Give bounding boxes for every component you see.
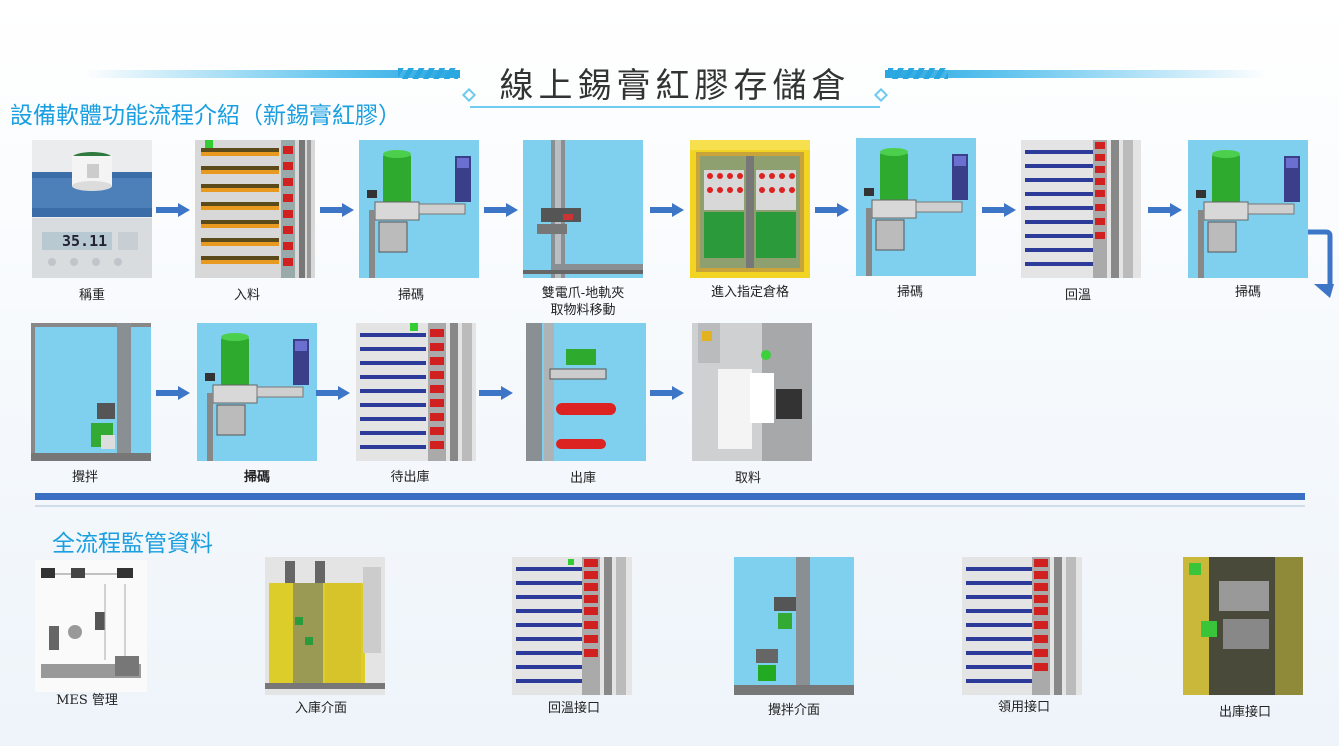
caption-weighing: 稱重: [78, 288, 105, 303]
scale-display: 35.11: [62, 232, 108, 250]
image-outbound: [526, 323, 646, 461]
image-weighing-scale: 35.11: [32, 140, 152, 278]
arrow-right: [156, 386, 190, 400]
image-warming-rack: [1021, 140, 1141, 278]
arrow-right: [156, 203, 190, 217]
image-scanner: [359, 140, 479, 278]
caption-scan-2: 掃碼: [896, 285, 923, 300]
image-dual-gripper: [523, 140, 643, 278]
image-warming-interface: [512, 557, 632, 695]
caption-mixing-interface: 攪拌介面: [767, 703, 820, 718]
arrow-right: [484, 203, 518, 217]
caption-take-material: 取料: [734, 471, 761, 486]
image-await-rack: [356, 323, 476, 461]
image-inbound-interface: [265, 557, 385, 695]
caption-warming: 回溫: [1064, 288, 1091, 303]
banner-stripes-right: [888, 68, 948, 79]
caption-outbound-interface: 出庫接口: [1218, 705, 1271, 720]
caption-input: 入料: [233, 288, 260, 303]
image-scanner-3: [1188, 140, 1308, 278]
caption-gripper: 雙電爪-地軌夾 取物料移動: [513, 285, 653, 319]
image-storage-cabinet: [690, 140, 810, 278]
arrow-right: [316, 386, 350, 400]
image-mes-network: [35, 560, 147, 692]
image-storage-rack: [195, 140, 315, 278]
caption-usage-interface: 領用接口: [997, 700, 1050, 715]
arrow-right: [650, 203, 684, 217]
image-take-material: [692, 323, 812, 461]
caption-mixing: 攪拌: [71, 470, 98, 485]
section-title-monitoring: 全流程監管資料: [52, 531, 213, 557]
caption-outbound: 出庫: [569, 471, 596, 486]
caption-scan-4: 掃碼: [243, 470, 270, 485]
arrow-right: [479, 386, 513, 400]
return-arrow: [1306, 228, 1336, 304]
image-scanner-2: [856, 138, 976, 276]
section-divider-shadow: [35, 505, 1305, 507]
banner-line-right: [885, 70, 1265, 78]
caption-scan-3: 掃碼: [1234, 285, 1261, 300]
caption-mes: MES 管理: [56, 693, 118, 708]
image-mixing-interface: [734, 557, 854, 695]
section-divider: [35, 493, 1305, 500]
caption-gripper-text: 雙電爪-地軌夾 取物料移動: [541, 286, 625, 318]
caption-enter-slot: 進入指定倉格: [710, 285, 789, 300]
arrow-right: [320, 203, 354, 217]
caption-warming-interface: 回溫接口: [547, 701, 600, 716]
caption-await-outbound: 待出庫: [390, 470, 430, 485]
title-frame: [470, 52, 880, 108]
page-title: 線上錫膏紅膠存儲倉: [499, 66, 851, 106]
section-title-process: 設備軟體功能流程介紹（新錫膏紅膠）: [10, 103, 401, 129]
arrow-right: [650, 386, 684, 400]
arrow-right: [1148, 203, 1182, 217]
banner-line-left: [85, 70, 460, 78]
caption-scan-1: 掃碼: [397, 288, 424, 303]
image-outbound-interface: [1183, 557, 1303, 695]
image-scanner-4: [197, 323, 317, 461]
arrow-right: [815, 203, 849, 217]
arrow-right: [982, 203, 1016, 217]
banner-stripes-left: [398, 68, 458, 79]
image-mixer: [31, 323, 151, 461]
image-usage-interface: [962, 557, 1082, 695]
caption-inbound-interface: 入庫介面: [294, 701, 347, 716]
